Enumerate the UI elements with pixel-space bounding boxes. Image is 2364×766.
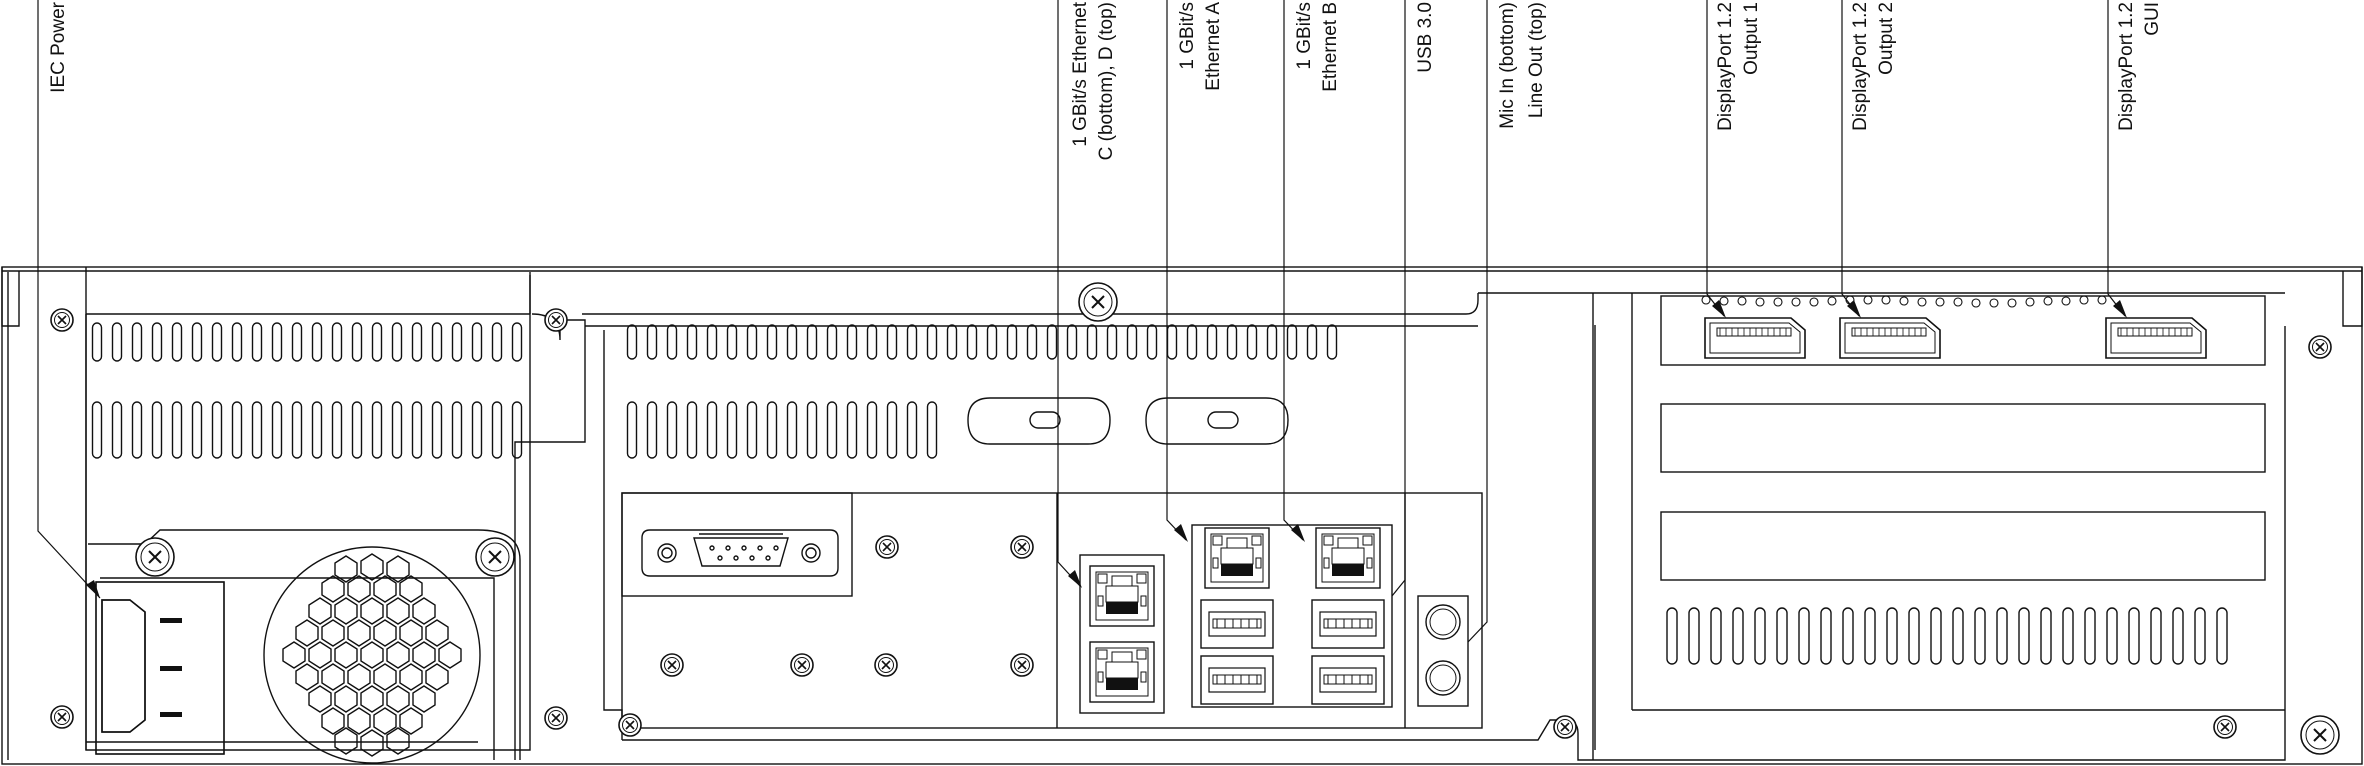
screw — [2213, 715, 2237, 739]
chassis — [1, 266, 2363, 765]
screw — [2300, 715, 2340, 755]
label-ethernet-b-line2: Ethernet B — [1320, 2, 1341, 92]
screw — [475, 537, 515, 577]
ethernet-d-port — [1089, 565, 1155, 627]
screw — [875, 535, 899, 559]
expansion-cards — [1660, 295, 2266, 581]
usb-port — [1311, 599, 1385, 649]
callout-labels: IEC Power 1 GBit/s Ethernet C (bottom), … — [48, 1, 2163, 160]
label-mic-line2: Line Out (top) — [1526, 2, 1547, 118]
label-dp3-line2: GUI — [2142, 2, 2163, 36]
label-usb: USB 3.0 — [1415, 2, 1436, 73]
screw — [1010, 653, 1034, 677]
screw — [135, 537, 175, 577]
label-iec-power: IEC Power — [48, 1, 69, 92]
label-mic-line1: Mic In (bottom) — [1497, 2, 1518, 129]
displayport-ports — [1704, 317, 2207, 359]
psu-vent-upper — [91, 322, 523, 362]
mb-vent-lower — [626, 401, 938, 459]
callout-arrows — [86, 300, 2127, 598]
line-out-jack — [1425, 604, 1461, 640]
fan-grille — [263, 546, 481, 764]
label-dp1-line2: Output 1 — [1741, 2, 1762, 75]
screw — [2308, 335, 2332, 359]
label-dp2-line2: Output 2 — [1876, 2, 1897, 75]
label-dp1-line1: DisplayPort 1.2 — [1715, 2, 1736, 131]
screw — [50, 705, 74, 729]
card-bracket-holes — [1701, 295, 2107, 308]
label-dp2-line1: DisplayPort 1.2 — [1850, 2, 1871, 131]
ethernet-usb-group — [1191, 524, 1393, 708]
ethernet-c-port — [1089, 641, 1155, 703]
psu-vent-lower — [91, 401, 523, 459]
displayport-gui — [2105, 317, 2207, 359]
label-ethernet-cd-line1: 1 GBit/s Ethernet — [1070, 1, 1091, 146]
usb-port — [1200, 655, 1274, 705]
iec-power-inlet — [95, 581, 225, 755]
screw — [874, 653, 898, 677]
label-ethernet-cd-line2: C (bottom), D (top) — [1096, 2, 1117, 160]
card-vent — [1666, 607, 2228, 665]
displayport-output-1 — [1704, 317, 1806, 359]
screw — [544, 706, 568, 730]
mb-vent-upper — [626, 324, 1338, 360]
screw — [1010, 535, 1034, 559]
label-ethernet-b-line1: 1 GBit/s — [1294, 2, 1315, 70]
label-dp3-line1: DisplayPort 1.2 — [2116, 2, 2137, 131]
knockout-holes — [967, 397, 1289, 445]
screw — [50, 308, 74, 332]
usb-port — [1311, 655, 1385, 705]
screw — [1078, 282, 1118, 322]
usb-port — [1200, 599, 1274, 649]
displayport-output-2 — [1839, 317, 1941, 359]
screw — [660, 653, 684, 677]
label-ethernet-a-line1: 1 GBit/s — [1177, 2, 1198, 70]
screw — [544, 308, 568, 332]
screw — [1553, 715, 1577, 739]
mic-in-jack — [1425, 660, 1461, 696]
audio-jacks — [1417, 595, 1469, 707]
ethernet-a-port — [1204, 527, 1270, 589]
ethernet-b-port — [1315, 527, 1381, 589]
label-ethernet-a-line2: Ethernet A — [1203, 2, 1224, 91]
serial-port — [641, 529, 839, 577]
screw — [618, 713, 642, 737]
ethernet-cd-group — [1079, 554, 1165, 714]
screw — [790, 653, 814, 677]
